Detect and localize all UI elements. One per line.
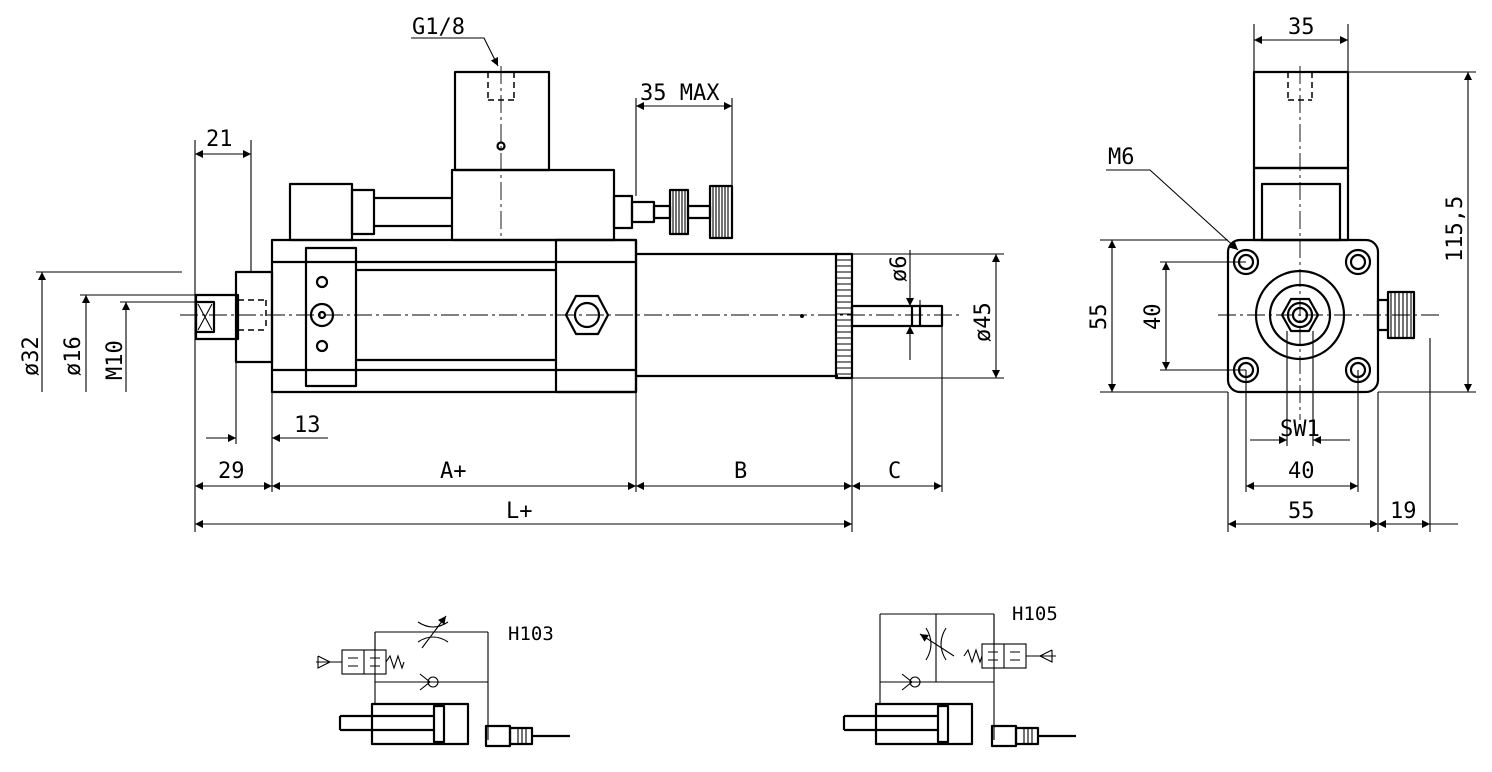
end-dim-115: 115,5 (1443, 196, 1468, 262)
end-sw1: SW1 (1280, 417, 1320, 442)
extension-lines (36, 98, 1004, 532)
symbol-h103-label: H103 (508, 623, 554, 645)
dim-l: L+ (506, 499, 533, 524)
end-dim-55-horizontal: 55 (1288, 499, 1315, 524)
dimension-lines (38, 37, 1000, 528)
valve-block (288, 66, 616, 242)
end-dim-40-vertical: 40 (1141, 304, 1166, 331)
end-view: 35 M6 115,5 55 40 SW1 40 55 19 (1087, 15, 1476, 532)
port-label: G1/8 (412, 15, 465, 40)
solenoid-valve-icon (316, 632, 405, 675)
throttle-valve-icon (919, 627, 955, 661)
end-dim-19: 19 (1390, 499, 1417, 524)
end-dim-35: 35 (1288, 15, 1315, 40)
symbol-h105: H105 (842, 603, 1076, 748)
dim-13: 13 (294, 413, 321, 438)
side-view: G1/8 21 35 MAX ø32 ø16 M10 13 29 A+ B C … (19, 15, 1004, 532)
dim-d32: ø32 (19, 336, 44, 376)
dim-21: 21 (206, 127, 233, 152)
dim-d16: ø16 (61, 336, 86, 376)
cylinder-body (270, 238, 638, 394)
check-valve-icon (419, 673, 439, 691)
solenoid-valve-icon (963, 614, 1056, 669)
tube-and-rod (636, 252, 944, 380)
dim-c: C (888, 459, 901, 484)
adjusting-screw (612, 184, 734, 240)
dim-m10: M10 (103, 340, 128, 380)
symbol-h103: H103 (316, 615, 570, 748)
dim-35-max: 35 MAX (640, 81, 720, 106)
mounting-screws (1232, 248, 1372, 384)
dim-b: B (734, 459, 747, 484)
end-dim-40-horizontal: 40 (1288, 459, 1315, 484)
end-dim-55-vertical: 55 (1087, 304, 1112, 331)
dim-a: A+ (440, 459, 467, 484)
dim-d45: ø45 (971, 302, 996, 342)
end-thread-label: M6 (1108, 145, 1135, 170)
throttle-valve-icon (417, 615, 449, 649)
dim-d6: ø6 (887, 256, 912, 283)
symbol-h105-label: H105 (1012, 603, 1058, 625)
rod-end (194, 270, 274, 364)
dim-29: 29 (218, 459, 245, 484)
check-valve-icon (901, 673, 921, 691)
